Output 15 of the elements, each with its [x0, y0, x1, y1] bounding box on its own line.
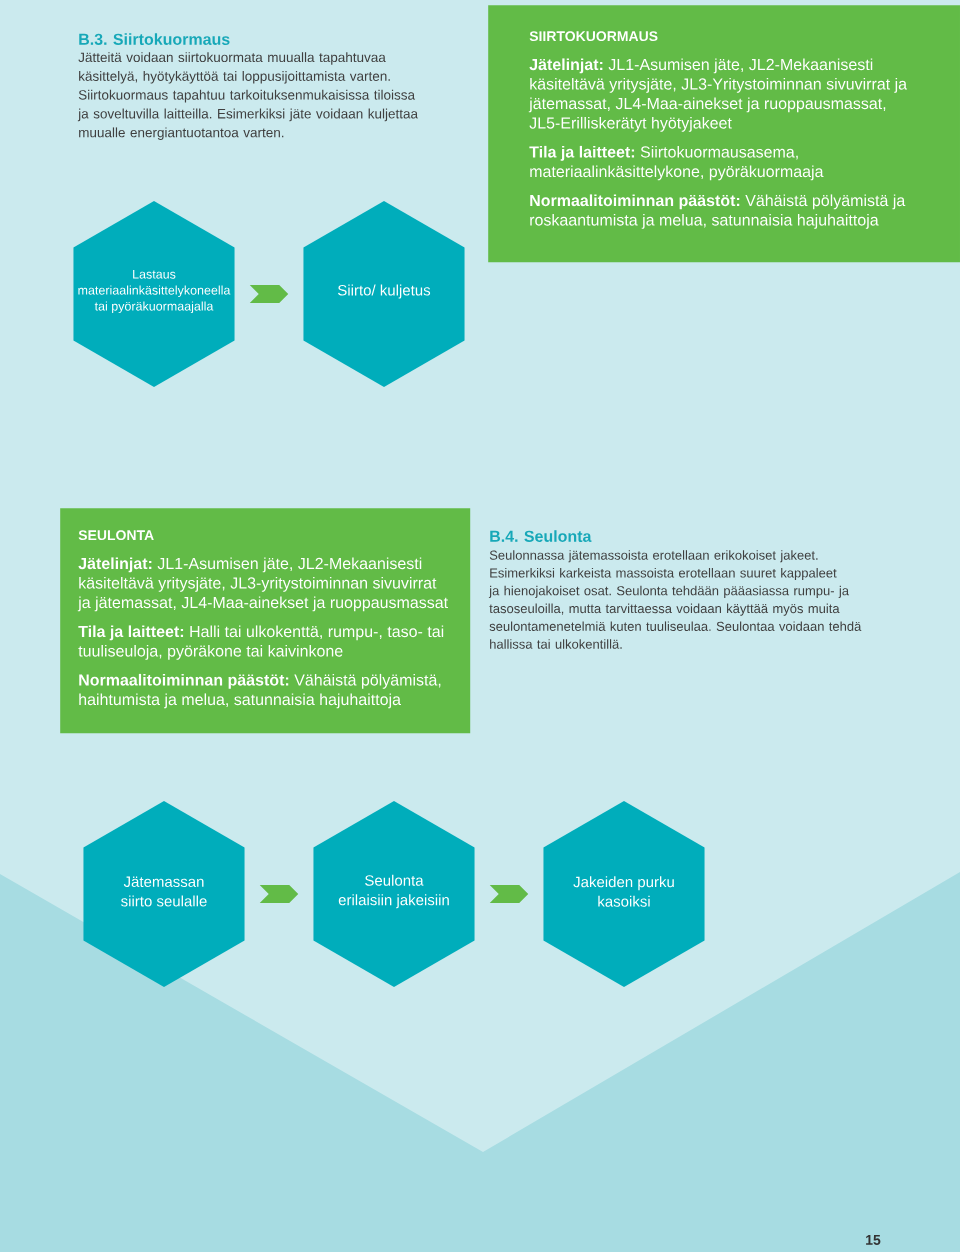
paragraph: Seulonnassa jätemassoista erotellaan erikokoiset jakeet. Esimerkiksi karkeista massoista erotellaan suuret kappaleet ja hienojakoiset osat. Seulonta tehdään pääasiassa rumpu- ja tasoseuloilla, mutta tarvittaessa voidaan käyttää myös muita seulontamenetelmiä kuten tuuliseulaa. Seulontaa voidaan tehdä hallissa tai ulkokentillä.	[488, 550, 862, 649]
info-panel: SIIRTOKUORMAUS Jätelinjat: JL1-Asumisen jäte, JL2-Mekaanisesti käsiteltävä yritysjäte, JL3-Yritystoiminnan sivuvirrat ja jätemassat, JL4-Maa-ainekset ja ruoppausmassat, JL5-Erilliskerätyt hyötyjakeet Tila ja laitteet: Siirtokuormausasema, materiaalinkäsittelykone, pyöräkuormaaja Normaalitoiminnan päästöt: Vähäistä pölyämistä ja roskaantumista ja melua, satunnaisia hajuhaittoja	[488, 5, 960, 263]
section-heading: B.3. Siirtokuormaus	[79, 33, 230, 45]
step-hexagon: Siirto/ kuljetus	[303, 201, 465, 387]
paragraph: Jätteitä voidaan siirtokuormata muualla tapahtuvaa käsittelyä, hyötykäyttöä tai loppusijoittamista varten. Siirtokuormaus tapahtuu tarkoituksenmukaisissa tiloissa ja soveltuvilla laitteilla. Esimerkiksi jäte voidaan kuljettaa muualle energiantuotantoa varten.	[77, 52, 419, 140]
info-panel: SEULONTA Jätelinjat: JL1-Asumisen jäte, JL2-Mekaanisesti käsiteltävä yritysjäte, JL3-yritystoiminnan sivuvirrat ja jätemassat, JL4-Maa-ainekset ja ruoppausmassat Tila ja laitteet: Halli tai ulkokenttä, rumpu-, taso- tai tuuliseuloja, pyöräkone tai kaivinkone Normaalitoiminnan päästöt: Vähäistä pölyämistä, haihtumista ja melua, satunnaisia hajuhaittoja	[60, 508, 471, 734]
chevron-arrow	[249, 285, 289, 303]
section-heading: B.4. Seulonta	[490, 530, 592, 542]
step-hexagon: Jakeiden purku kasoiksi	[543, 801, 705, 987]
chevron-arrow	[259, 885, 299, 903]
page-number: 15	[866, 1235, 881, 1245]
step-hexagon: Jätemassan siirto seulalle	[83, 801, 245, 987]
step-hexagon: Seulonta erilaisiin jakeisiin	[313, 801, 475, 987]
step-hexagon: Lastaus materiaalinkäsittelykoneella tai pyöräkuormaajalla	[73, 201, 235, 387]
chevron-arrow	[489, 885, 529, 903]
